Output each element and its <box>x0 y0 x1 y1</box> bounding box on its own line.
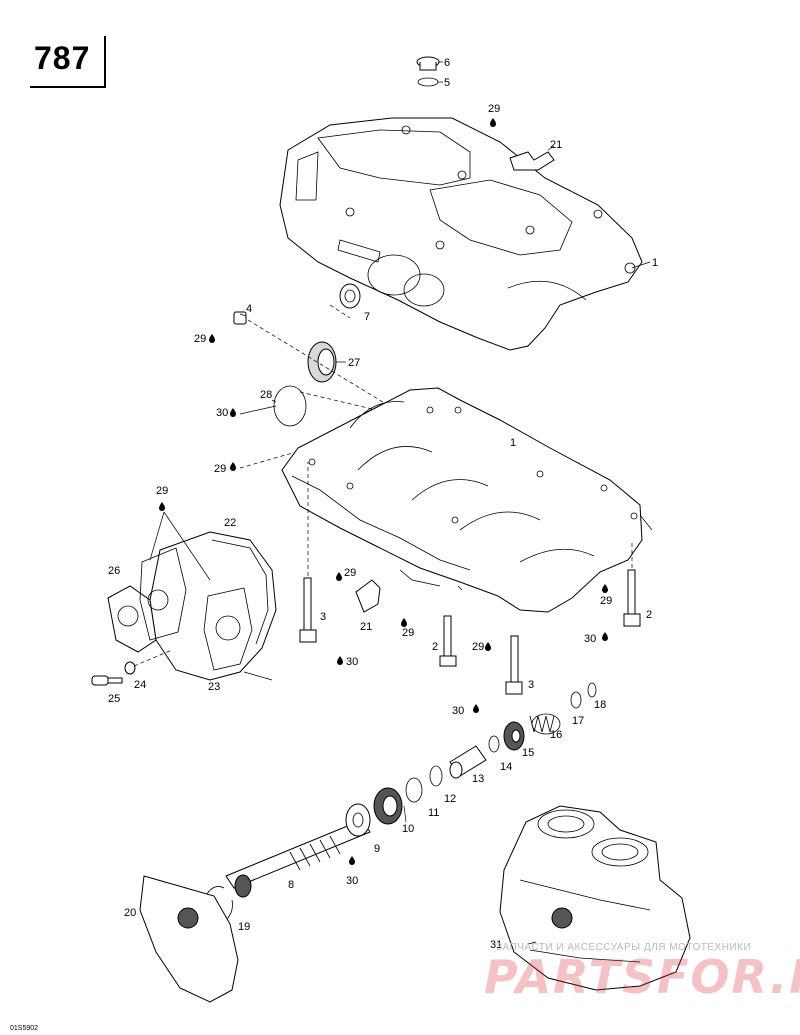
o-ring-filler[interactable] <box>417 77 439 87</box>
callout-10: 10 <box>402 823 414 835</box>
screw-25[interactable] <box>91 675 123 686</box>
elbow-fitting-upper[interactable] <box>509 151 555 171</box>
o-ring-large[interactable] <box>273 385 307 427</box>
callout-29: 29 <box>194 333 206 345</box>
watermark-brand: PARTSFOR.RU <box>484 950 800 1004</box>
callout-12: 12 <box>444 793 456 805</box>
lower-crankcase[interactable] <box>281 387 643 613</box>
page-number: 787 <box>34 40 91 76</box>
drive-gear-20[interactable] <box>139 875 239 1003</box>
circlip-18[interactable] <box>587 682 597 698</box>
callout-29: 29 <box>344 567 356 579</box>
callout-3: 3 <box>320 611 326 623</box>
callout-29: 29 <box>488 103 500 115</box>
callout-13: 13 <box>472 773 484 785</box>
callout-4: 4 <box>246 303 252 315</box>
valve-cover-gasket[interactable] <box>107 585 157 653</box>
callout-18: 18 <box>594 699 606 711</box>
callout-29: 29 <box>214 463 226 475</box>
sleeve-13[interactable] <box>449 745 487 779</box>
callout-22: 22 <box>224 517 236 529</box>
callout-28: 28 <box>260 389 272 401</box>
retaining-ring-11[interactable] <box>405 777 423 803</box>
leader-lines <box>239 61 651 945</box>
callout-6: 6 <box>444 57 450 69</box>
callout-30: 30 <box>216 407 228 419</box>
callout-29: 29 <box>156 485 168 497</box>
flange-rings[interactable] <box>139 547 253 671</box>
upper-crankcase[interactable] <box>279 117 643 351</box>
callout-11: 11 <box>428 807 439 819</box>
callout-3: 3 <box>528 679 534 691</box>
callout-25: 25 <box>108 693 120 705</box>
callout-23: 23 <box>208 681 220 693</box>
drawing-code: 01S5902 <box>10 1025 38 1032</box>
page-number-frame: 787 <box>30 36 106 88</box>
callout-29: 29 <box>472 641 484 653</box>
callout-30: 30 <box>584 633 596 645</box>
oil-seal-large[interactable] <box>307 341 337 383</box>
callout-30: 30 <box>452 705 464 717</box>
callout-30: 30 <box>346 875 358 887</box>
callout-29: 29 <box>402 627 414 639</box>
callout-21: 21 <box>360 621 372 633</box>
callout-8: 8 <box>288 879 294 891</box>
elbow-fitting-lower[interactable] <box>355 579 381 613</box>
callout-labels: 6 5 29 21 1 4 7 29 27 28 30 1 29 29 22 2… <box>10 57 658 1032</box>
callout-9: 9 <box>374 843 380 855</box>
lock-washer-24[interactable] <box>124 661 136 675</box>
washer-14[interactable] <box>488 735 500 753</box>
callout-1: 1 <box>652 257 658 269</box>
callout-7: 7 <box>364 311 370 323</box>
callout-16: 16 <box>550 729 562 741</box>
callout-17: 17 <box>572 715 584 727</box>
rotary-valve-cover[interactable] <box>149 531 277 681</box>
callout-1: 1 <box>510 437 516 449</box>
circlip-12[interactable] <box>429 765 443 787</box>
crankcase-bolt-3-right[interactable] <box>505 635 523 695</box>
callout-21: 21 <box>550 139 562 151</box>
drive-shaft[interactable] <box>225 819 371 898</box>
crankcase-bolt-3-left[interactable] <box>299 577 317 643</box>
crankcase-bolt-2-center[interactable] <box>439 615 457 667</box>
callout-31: 31 <box>490 939 502 951</box>
ball-bearing-10[interactable] <box>373 787 403 825</box>
pinion-gear-15[interactable] <box>503 721 525 751</box>
callout-29: 29 <box>600 595 612 607</box>
filler-plug[interactable] <box>416 56 440 71</box>
callout-30: 30 <box>346 656 358 668</box>
callout-24: 24 <box>134 679 146 691</box>
lube-drop-icons <box>159 118 608 865</box>
callout-2: 2 <box>646 609 652 621</box>
dowel-sleeve[interactable] <box>233 311 247 325</box>
spring-16[interactable] <box>529 713 561 735</box>
callout-26: 26 <box>108 565 120 577</box>
callout-15: 15 <box>522 747 534 759</box>
callout-2: 2 <box>432 641 438 653</box>
callout-27: 27 <box>348 357 360 369</box>
watermark-subtitle: ЗАПЧАСТИ И АКСЕССУАРЫ ДЛЯ МОТОТЕХНИКИ <box>496 942 752 953</box>
callout-19: 19 <box>238 921 250 933</box>
callout-14: 14 <box>500 761 512 773</box>
crankcase-bolt-2-right[interactable] <box>623 569 641 627</box>
oil-seal-small[interactable] <box>339 283 361 309</box>
engine-assembly[interactable] <box>499 805 691 991</box>
thrust-washer-9[interactable] <box>345 803 371 837</box>
callout-5: 5 <box>444 77 450 89</box>
callout-20: 20 <box>124 907 136 919</box>
washer-17[interactable] <box>570 691 582 709</box>
